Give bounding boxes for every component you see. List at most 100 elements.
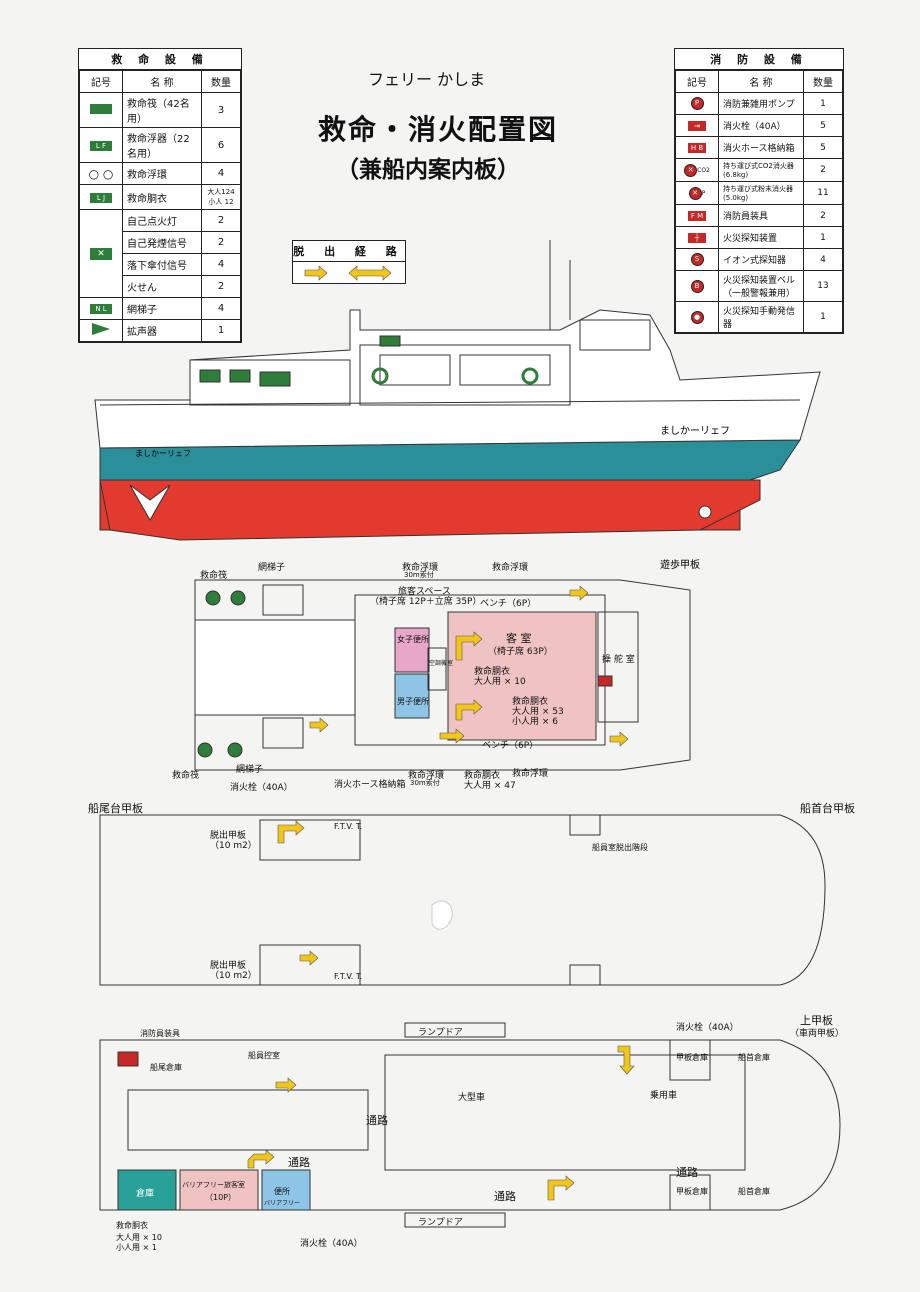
- table-row: ⇥消火栓（40A）5: [675, 114, 843, 137]
- toilet-label: 便所: [274, 1187, 290, 1196]
- alarm-bell-icon: B: [690, 279, 704, 293]
- lifebuoy-icon: ○ ○: [88, 166, 114, 181]
- barrier-free-room-label: バリアフリー旅客室: [182, 1181, 245, 1189]
- vehicle-deck-escape-arrows: [247, 1045, 635, 1201]
- manual-call-point-icon: ●: [690, 310, 704, 324]
- upper-deck-title: 上甲板: [800, 1014, 833, 1027]
- fire-panel-title: 消 防 設 備: [675, 49, 843, 70]
- crew-rest-label: 船員控室: [248, 1051, 280, 1060]
- lifesaving-panel-title: 救 命 設 備: [79, 49, 241, 70]
- ac-room-label: 空調機室: [429, 660, 454, 667]
- ship-side-profile: [94, 240, 821, 541]
- escape-deck-bottom-note: （10 m2）: [210, 971, 257, 981]
- toilet-note: バリアフリー: [264, 1200, 301, 1207]
- upper-deck-note: （車両甲板）: [790, 1029, 845, 1039]
- passenger-car-label: 乗用車: [650, 1091, 678, 1101]
- ion-detector-icon: S: [690, 253, 704, 266]
- boat-deck-plan: [99, 814, 826, 986]
- hose-box-label: 消火ホース格納箱: [334, 780, 406, 790]
- fvt-label-bottom: F.T.V. T.: [334, 972, 363, 981]
- passenger-space-label: 旅客スペース: [398, 587, 451, 597]
- ramp-door-top: ランプドア: [418, 1028, 463, 1038]
- hydrant-bottom-label: 消火栓（40A）: [300, 1239, 363, 1249]
- escape-deck-bottom-label: 脱出甲板: [210, 961, 247, 971]
- deck-store-bottom-label: 甲板倉庫: [676, 1187, 708, 1196]
- passage-right-label: 通路: [676, 1166, 698, 1179]
- passage-center-label: 通路: [366, 1114, 388, 1127]
- escape-route-title: 脱 出 経 路: [293, 241, 405, 262]
- bow-store-bottom-label: 船首倉庫: [738, 1187, 770, 1196]
- passenger-space-note: （椅子席 12P＋立席 35P）: [370, 597, 482, 607]
- lifejacket-note-upper-2: 小人用 × 1: [116, 1243, 157, 1252]
- buoy-label-bottom: 救命浮環: [408, 771, 445, 781]
- promenade-deck-plan: [194, 579, 691, 771]
- hydrant-label: 消火栓（40A）: [230, 783, 293, 793]
- hose-box-icon: H B: [688, 142, 706, 153]
- ferry-name: フェリー かしま: [368, 70, 486, 89]
- buoy-note-bottom: 30m索付: [410, 779, 440, 787]
- buoyant-apparatus-icon: L F: [90, 140, 112, 151]
- liferaft-icon: [90, 103, 112, 114]
- cabin-label: 客 室: [506, 632, 532, 645]
- lifejacket-icon: L J: [90, 192, 112, 203]
- bench-bottom-label: ベンチ（6P）: [482, 741, 539, 751]
- signal-box-icon: ✕: [90, 247, 112, 260]
- deck-store-top-label: 甲板倉庫: [676, 1053, 708, 1062]
- fireman-outfit-icon: F M: [688, 210, 706, 221]
- escape-deck-top-note: （10 m2）: [210, 841, 257, 851]
- buoy-label-bottom-2: 救命浮環: [512, 769, 549, 779]
- fire-pump-icon: P: [690, 97, 704, 110]
- megaphone-icon: [92, 323, 110, 335]
- co2-extinguisher-icon: ✕: [684, 163, 698, 177]
- rope-ladder-icon: N L: [90, 304, 112, 314]
- lifejacket-label-1: 救命胴衣: [474, 667, 511, 677]
- stern-deck-title: 船尾台甲板: [88, 802, 143, 815]
- large-vehicle-label: 大型車: [458, 1093, 486, 1103]
- storage-label: 倉庫: [136, 1189, 155, 1199]
- lifejacket-note-1: 大人用 × 10: [474, 677, 526, 687]
- ladder-label-top: 網梯子: [258, 563, 286, 573]
- promenade-deck-title: 遊歩甲板: [660, 558, 700, 571]
- bow-store-top-label: 船首倉庫: [738, 1053, 770, 1062]
- lifejacket-note-2b: 小人用 × 6: [512, 717, 558, 727]
- fire-detection-unit-icon: ┼: [688, 232, 706, 243]
- passage-top-label: 通路: [288, 1156, 310, 1169]
- lifejacket-note-2a: 大人用 × 53: [512, 707, 564, 717]
- wheelhouse-label: 操 舵 室: [602, 655, 635, 665]
- mens-toilet-label: 男子便所: [397, 697, 429, 706]
- cabin-note: （椅子席 63P）: [488, 647, 553, 657]
- vehicle-deck-plan: [99, 1022, 841, 1228]
- crew-stairs-label: 船員室脱出階段: [592, 843, 648, 852]
- lifejacket-note-3: 大人用 × 47: [464, 781, 516, 791]
- hydrant-top-label: 消火栓（40A）: [676, 1023, 739, 1033]
- lifejacket-label-upper: 救命胴衣: [116, 1221, 148, 1230]
- buoy-label-top: 救命浮環: [402, 563, 439, 573]
- hull-name-bow: ましかーリェフ: [660, 425, 730, 437]
- ramp-door-bottom: ランプドア: [418, 1218, 463, 1228]
- boat-deck-escape-arrows: [277, 820, 319, 966]
- lifejacket-label-2: 救命胴衣: [512, 697, 549, 707]
- ladder-label-bottom: 網梯子: [236, 765, 264, 775]
- buoy-note-top: 30m索付: [404, 571, 434, 579]
- escape-deck-top-label: 脱出甲板: [210, 831, 247, 841]
- page-subtitle: （兼船内案内板）: [336, 157, 520, 183]
- bow-deck-title: 船首台甲板: [800, 802, 855, 815]
- bench-top-label: ベンチ（6P）: [480, 599, 537, 609]
- fire-hydrant-icon: ⇥: [688, 120, 706, 131]
